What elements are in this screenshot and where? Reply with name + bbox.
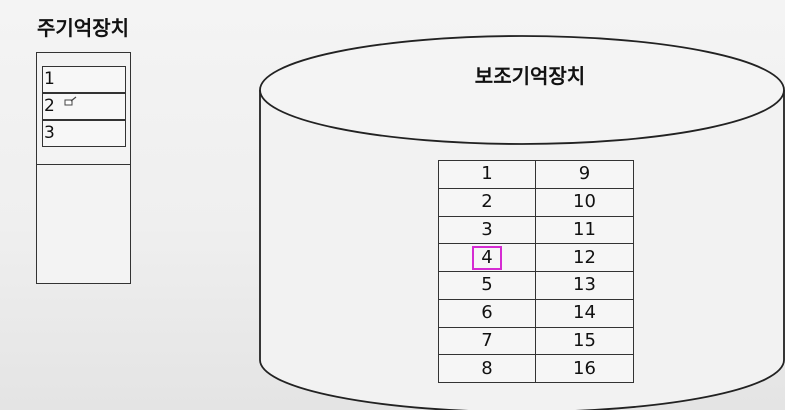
block-row: 4 12 [438, 243, 634, 272]
main-memory-slot-2: 2 [42, 93, 126, 120]
block-cell-left: 8 [438, 354, 536, 383]
highlighted-block: 4 [472, 245, 502, 270]
block-cell-right: 14 [535, 298, 634, 328]
pencil-cursor-icon [64, 96, 77, 106]
cylinder-top [259, 35, 785, 145]
block-cell-right: 10 [535, 187, 634, 217]
block-cell-left: 2 [438, 187, 536, 217]
secondary-storage-title: 보조기억장치 [474, 64, 586, 88]
block-cell-right: 13 [535, 271, 634, 300]
block-cell-left: 4 [438, 243, 536, 272]
block-cell-right: 12 [535, 243, 634, 272]
block-cell-right: 15 [535, 326, 634, 356]
main-memory-slot-1: 1 [42, 66, 126, 93]
block-cell-right: 11 [535, 215, 634, 245]
block-cell-left: 3 [438, 215, 536, 245]
block-cell-left: 5 [438, 271, 536, 300]
block-cell-left: 7 [438, 326, 536, 356]
block-cell-right: 9 [535, 160, 634, 189]
block-cell-right: 16 [535, 354, 634, 383]
main-memory-slot-3: 3 [42, 120, 126, 147]
main-memory-title: 주기억장치 [37, 16, 129, 40]
block-cell-left: 6 [438, 298, 536, 328]
block-cell-left: 1 [438, 160, 536, 189]
main-memory-divider [36, 164, 131, 165]
